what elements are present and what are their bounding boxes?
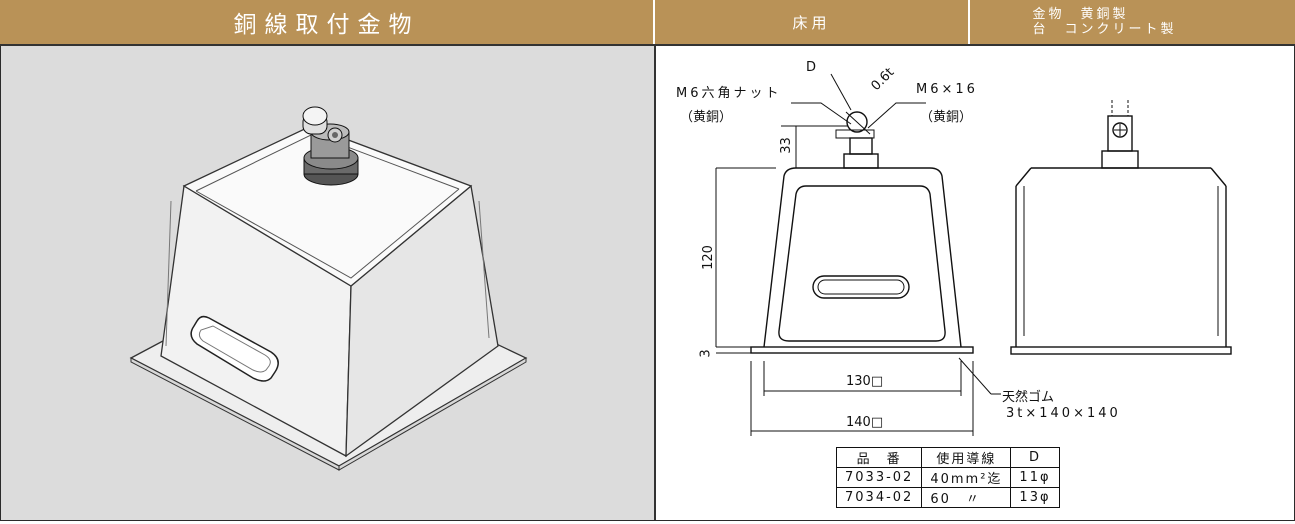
header-part-no: 品 番 <box>835 447 923 468</box>
drawing-lines <box>715 73 1232 436</box>
product-photo <box>1 46 654 520</box>
rubber-label: 天然ゴム <box>1002 390 1055 405</box>
spec-table: 品 番 使用導線 D 7033-02 40mm²迄 11φ 7034-02 60… <box>835 447 1060 508</box>
label-nut-material: （黄銅） <box>680 110 733 125</box>
material-info: 金物 黄銅製 台 コンクリート製 <box>970 0 1295 44</box>
table-row: 7034-02 60 〃 13φ <box>835 487 1060 508</box>
product-title: 銅線取付金物 <box>0 0 655 44</box>
dim-130: 130□ <box>846 374 884 389</box>
panel-divider <box>654 46 656 520</box>
label-bolt-material: （黄銅） <box>920 110 973 125</box>
cell-wire: 60 〃 <box>921 487 1012 508</box>
technical-drawing: D 0.6t M6六角ナット （黄銅） M6×16 （黄銅） 33 120 3 … <box>656 46 1294 520</box>
dim-33: 33 <box>778 137 794 154</box>
cell-part-no: 7033-02 <box>835 467 923 488</box>
label-nut: M6六角ナット <box>676 86 782 101</box>
table-header-row: 品 番 使用導線 D <box>835 447 1060 468</box>
cell-d: 11φ <box>1010 467 1060 488</box>
cell-wire: 40mm²迄 <box>921 467 1012 488</box>
dim-140: 140□ <box>846 415 884 430</box>
header-d: D <box>1010 447 1060 468</box>
table-row: 7033-02 40mm²迄 11φ <box>835 467 1060 488</box>
cell-part-no: 7034-02 <box>835 487 923 508</box>
rubber-size: 3t×140×140 <box>1006 406 1121 421</box>
label-d: D <box>806 60 817 75</box>
label-bolt: M6×16 <box>916 82 978 97</box>
dim-3: 3 <box>698 349 714 358</box>
header-wire: 使用導線 <box>921 447 1012 468</box>
cell-d: 13φ <box>1010 487 1060 508</box>
header-rule <box>0 44 1295 46</box>
usage-label: 床用 <box>655 0 970 44</box>
dim-120: 120 <box>700 245 716 270</box>
material-line-2: 台 コンクリート製 <box>1032 22 1177 37</box>
product-illustration <box>129 106 528 471</box>
material-line-1: 金物 黄銅製 <box>1032 7 1129 22</box>
